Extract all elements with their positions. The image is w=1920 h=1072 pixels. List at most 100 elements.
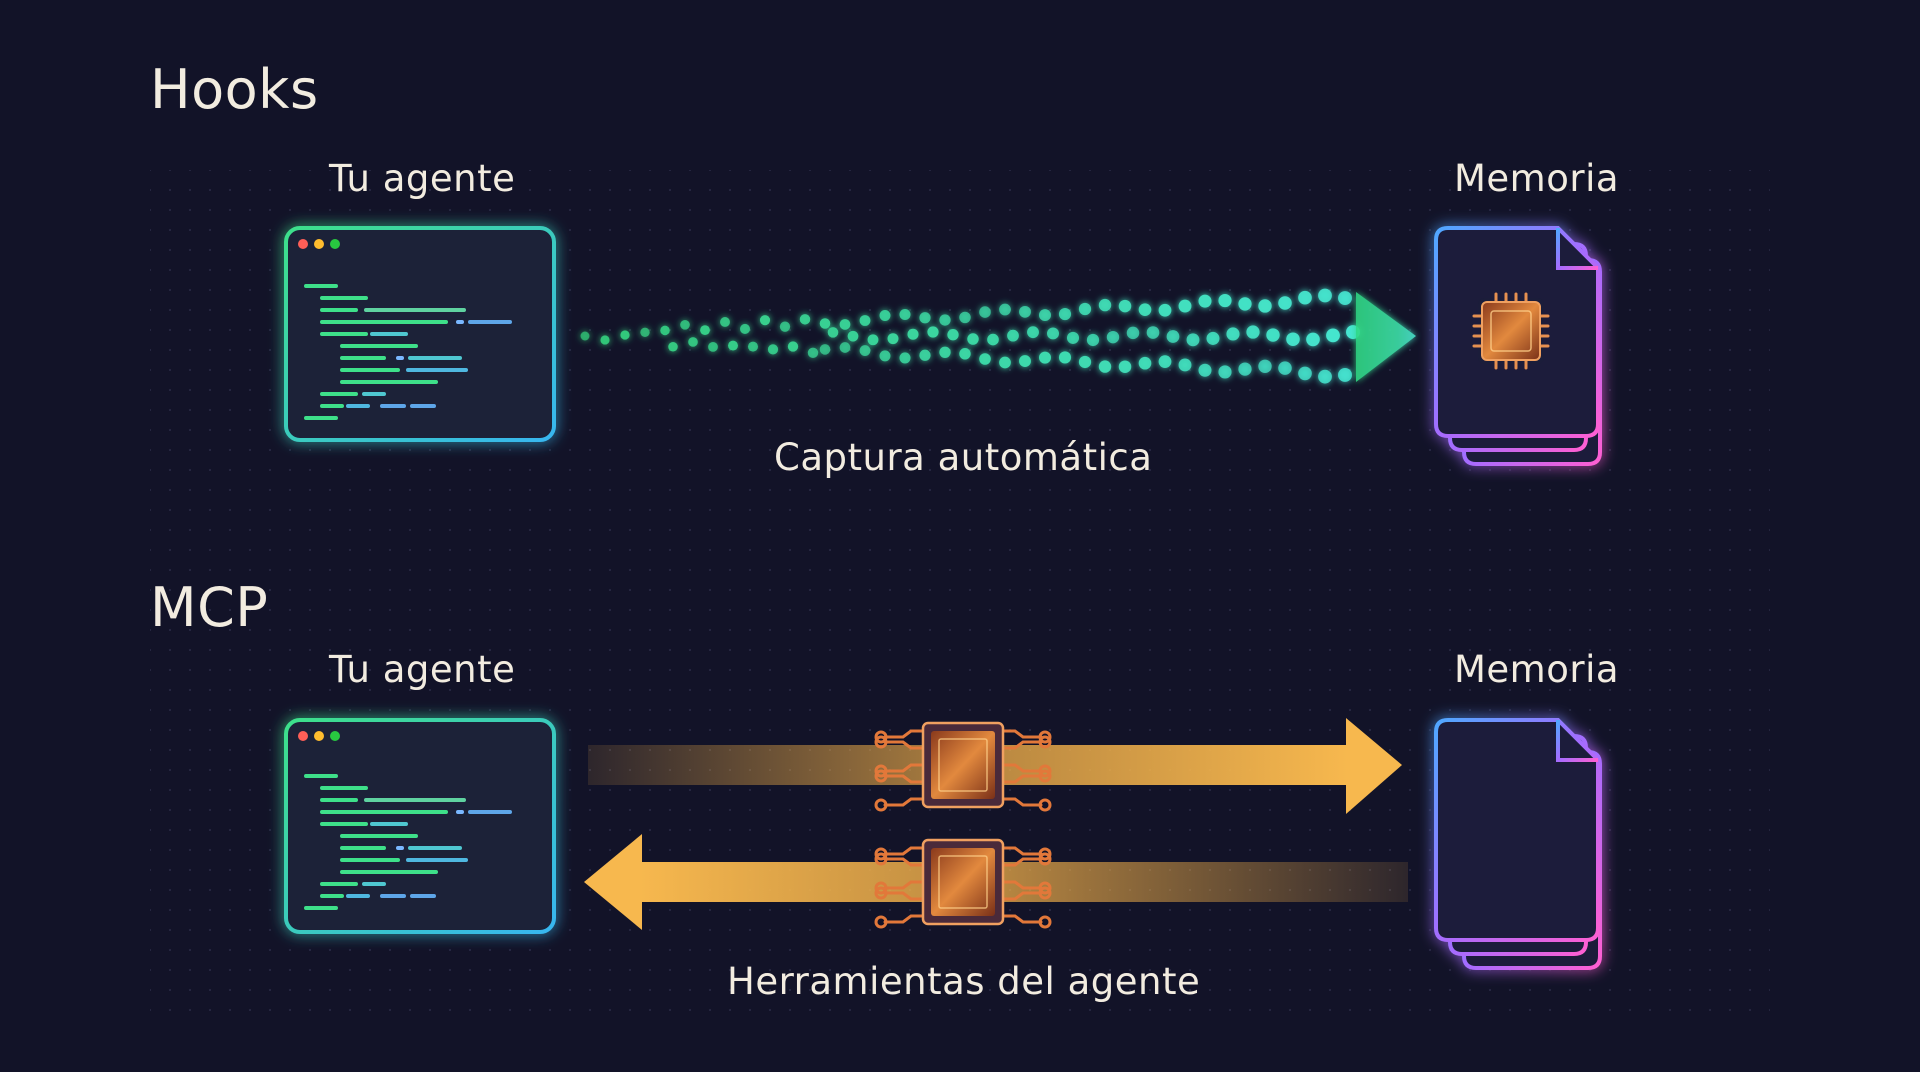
flow-dot — [680, 319, 690, 330]
flow-dot — [859, 345, 871, 356]
flow-dot — [887, 333, 899, 345]
flow-dot — [779, 321, 791, 332]
flow-dot — [1098, 298, 1112, 312]
flow-dot — [1039, 351, 1051, 364]
tool-chip-bottom-icon — [874, 838, 1052, 929]
flow-dot — [1338, 367, 1352, 382]
section-title-mcp: MCP — [150, 576, 269, 639]
flow-dot — [1106, 330, 1120, 344]
flow-dot — [859, 315, 871, 326]
flow-dot — [1158, 303, 1172, 317]
flow-dot — [999, 356, 1011, 369]
flow-dot — [819, 318, 831, 329]
flow-dot — [1078, 355, 1092, 369]
flow-dot — [1146, 326, 1160, 339]
flow-dot — [1078, 302, 1092, 316]
tool-chip-top-icon — [874, 721, 1052, 812]
memory-chip-icon — [1472, 292, 1550, 370]
flow-dot — [1178, 358, 1192, 372]
flow-dot — [1258, 359, 1272, 374]
flow-dot — [747, 341, 759, 352]
flow-dot — [1278, 361, 1292, 375]
flow-dot — [1138, 356, 1152, 370]
flow-dot — [759, 315, 771, 326]
agent-label-hooks: Tu agente — [329, 157, 516, 200]
flow-dot — [939, 346, 951, 358]
flow-dot — [1278, 296, 1292, 310]
flow-dot — [1266, 328, 1280, 342]
flow-dot — [919, 312, 931, 324]
response-arrow-left — [584, 834, 1408, 930]
caption-hooks: Captura automática — [774, 436, 1153, 479]
flow-dot — [688, 337, 698, 347]
flow-dot — [1039, 309, 1051, 322]
flow-dot — [1226, 327, 1240, 341]
flow-dot — [939, 314, 951, 326]
caption-mcp: Herramientas del agente — [727, 960, 1201, 1003]
flow-dot — [847, 330, 859, 342]
flow-dot — [620, 330, 630, 340]
flow-dot — [600, 335, 610, 345]
flow-dot — [787, 341, 799, 352]
flow-dot — [1218, 294, 1232, 308]
flow-dot — [1306, 332, 1320, 347]
flow-dot — [728, 340, 738, 351]
flow-dot — [1019, 355, 1031, 368]
flow-dot — [1098, 360, 1112, 373]
memory-stack-hooks-icon — [1434, 226, 1602, 466]
agent-label-mcp: Tu agente — [329, 648, 516, 691]
flow-dot — [919, 349, 931, 361]
flow-dot — [879, 309, 891, 321]
flow-dot — [947, 329, 959, 341]
flow-dot — [967, 333, 979, 345]
flow-dot — [1047, 327, 1059, 340]
flow-dot — [987, 333, 999, 346]
flow-dot — [1198, 294, 1212, 308]
flow-dot — [907, 328, 919, 340]
flow-dot — [799, 314, 811, 325]
flow-dot — [1178, 299, 1192, 313]
flow-dot — [1198, 363, 1212, 377]
memory-stack-mcp-icon — [1434, 718, 1602, 970]
flow-dot — [708, 341, 718, 352]
flow-dot — [1027, 326, 1039, 339]
flow-dot — [867, 334, 879, 346]
flow-dot — [1138, 303, 1152, 316]
flow-dot — [959, 311, 971, 324]
flow-dot — [1166, 330, 1180, 343]
flow-dot — [927, 326, 939, 338]
agent-window-mcp-icon — [284, 718, 556, 934]
flow-dot — [1286, 332, 1300, 346]
flow-dot — [1258, 299, 1272, 313]
flow-dot — [1019, 305, 1031, 318]
flow-dot — [739, 323, 751, 334]
flow-dot — [979, 353, 991, 365]
flow-dot — [1338, 291, 1352, 306]
flow-dot — [899, 308, 911, 321]
flow-dot — [839, 342, 851, 353]
flow-dot — [1126, 326, 1140, 340]
flow-dot — [1007, 329, 1019, 342]
flow-dot — [979, 306, 991, 318]
flow-dot — [1238, 297, 1252, 311]
flow-dot — [879, 350, 891, 362]
flow-dot — [999, 303, 1011, 316]
flow-dot — [1058, 351, 1072, 364]
flow-dot — [720, 317, 730, 327]
flow-dot — [767, 344, 779, 355]
flow-dot — [1066, 331, 1080, 344]
flow-dot — [1086, 333, 1100, 347]
flow-dot — [640, 327, 650, 337]
flow-dot — [1058, 308, 1072, 321]
flow-dot — [580, 331, 590, 341]
flow-dot — [839, 319, 851, 330]
flow-dot — [660, 325, 670, 336]
flow-dot — [899, 352, 911, 364]
flow-dot — [827, 327, 839, 338]
memory-label-mcp: Memoria — [1454, 648, 1620, 691]
flow-dot — [1246, 325, 1260, 339]
automatic-capture-flow-arrow — [580, 288, 1360, 384]
flow-dot — [1118, 299, 1132, 313]
flow-dot — [1238, 362, 1252, 376]
